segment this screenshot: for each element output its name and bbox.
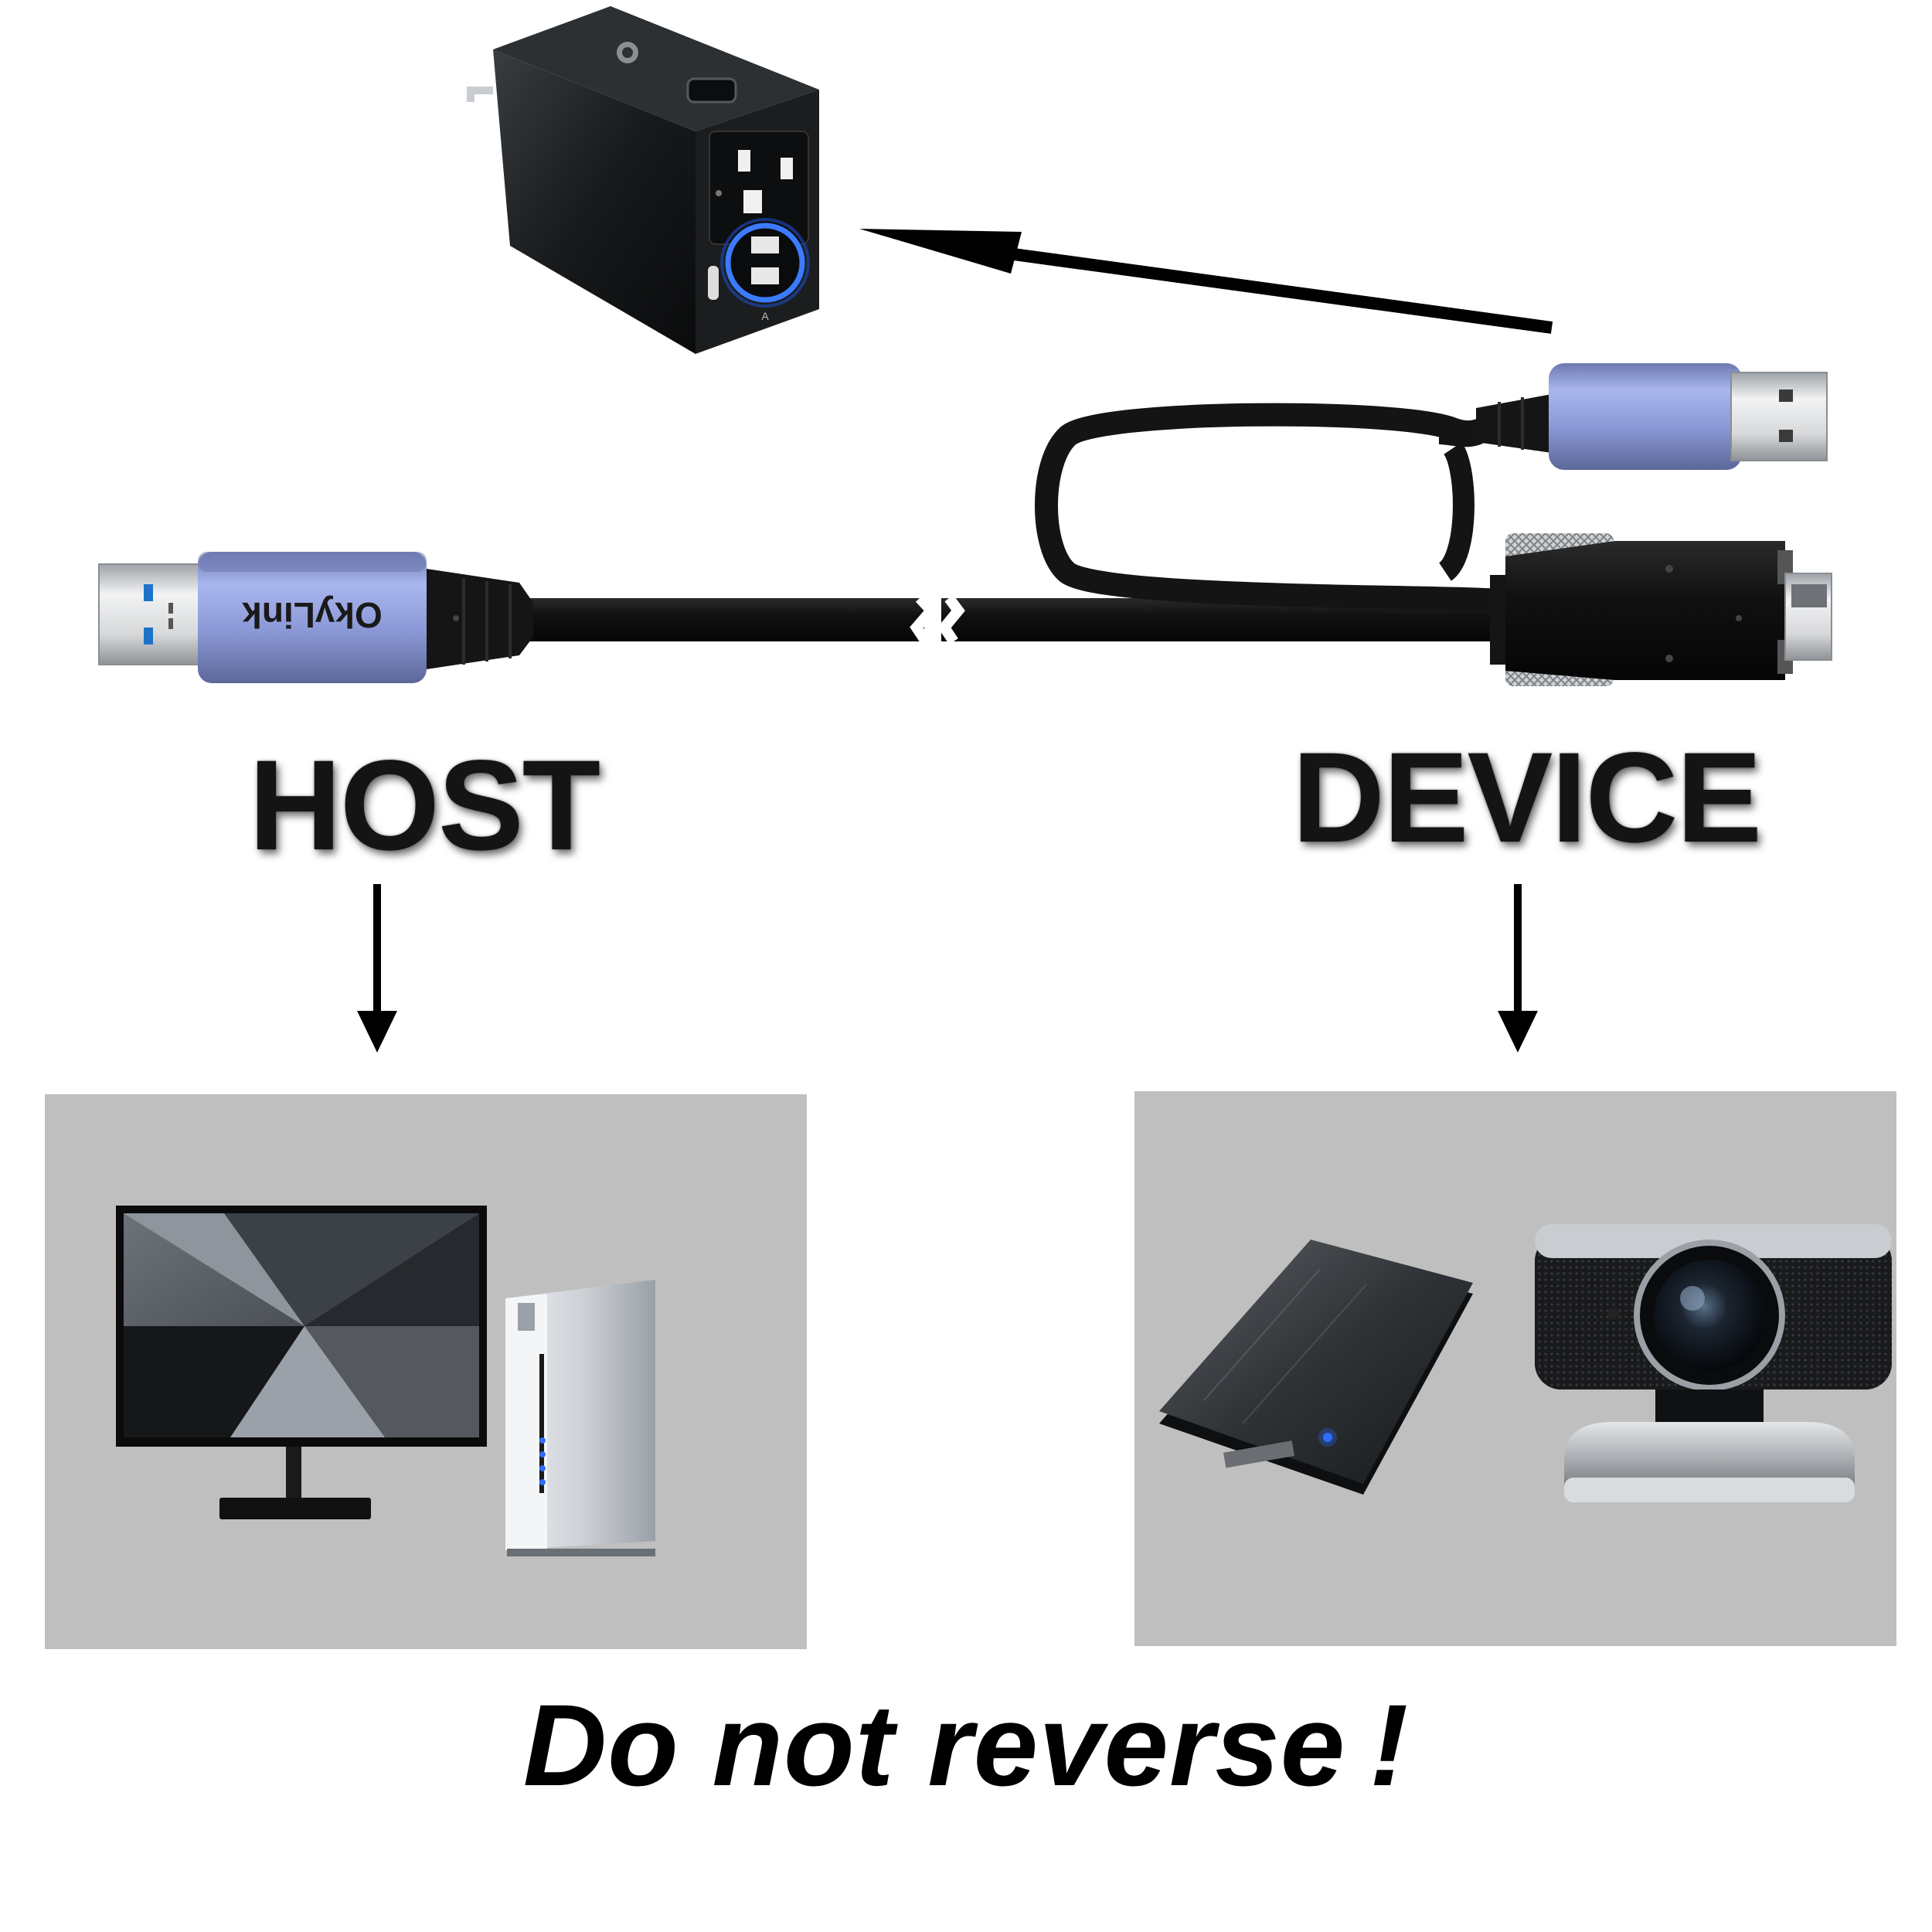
brand-text: OkyLink [242, 595, 383, 635]
device-label: DEVICE [1292, 726, 1762, 869]
host-devices-panel [45, 1094, 807, 1649]
cable-segment-left [522, 598, 924, 641]
do-not-reverse-warning: Do not reverse ! [522, 1680, 1410, 1810]
external-hdd-icon [1159, 1240, 1473, 1495]
usb-port-ring-icon [725, 223, 805, 303]
host-connector-shell [198, 552, 427, 683]
device-devices-illustration [1159, 1224, 1892, 1502]
power-button-icon [686, 77, 737, 104]
host-down-arrow-icon [357, 884, 397, 1053]
power-usb-a-connector-icon [1476, 363, 1828, 470]
power-branch-cable [1035, 403, 1512, 613]
pc-tower-icon [505, 1280, 655, 1556]
host-devices-illustration [116, 1206, 655, 1556]
device-micro-b-connector-icon [1490, 533, 1832, 686]
port-letter-label: A [761, 310, 769, 322]
device-down-arrow-icon [1498, 884, 1538, 1053]
hdd-led-icon [1323, 1433, 1332, 1442]
host-label: HOST [249, 734, 600, 877]
host-usb-a-connector-icon: OkyLink [98, 552, 533, 683]
monitor-icon [116, 1206, 487, 1519]
webcam-icon [1535, 1224, 1892, 1502]
prong-icon [467, 87, 493, 94]
host-strain-relief [427, 569, 533, 669]
device-devices-panel [1134, 1091, 1896, 1646]
power-adapter-icon: A [467, 6, 819, 354]
arrow-to-charger-icon [859, 229, 1553, 334]
